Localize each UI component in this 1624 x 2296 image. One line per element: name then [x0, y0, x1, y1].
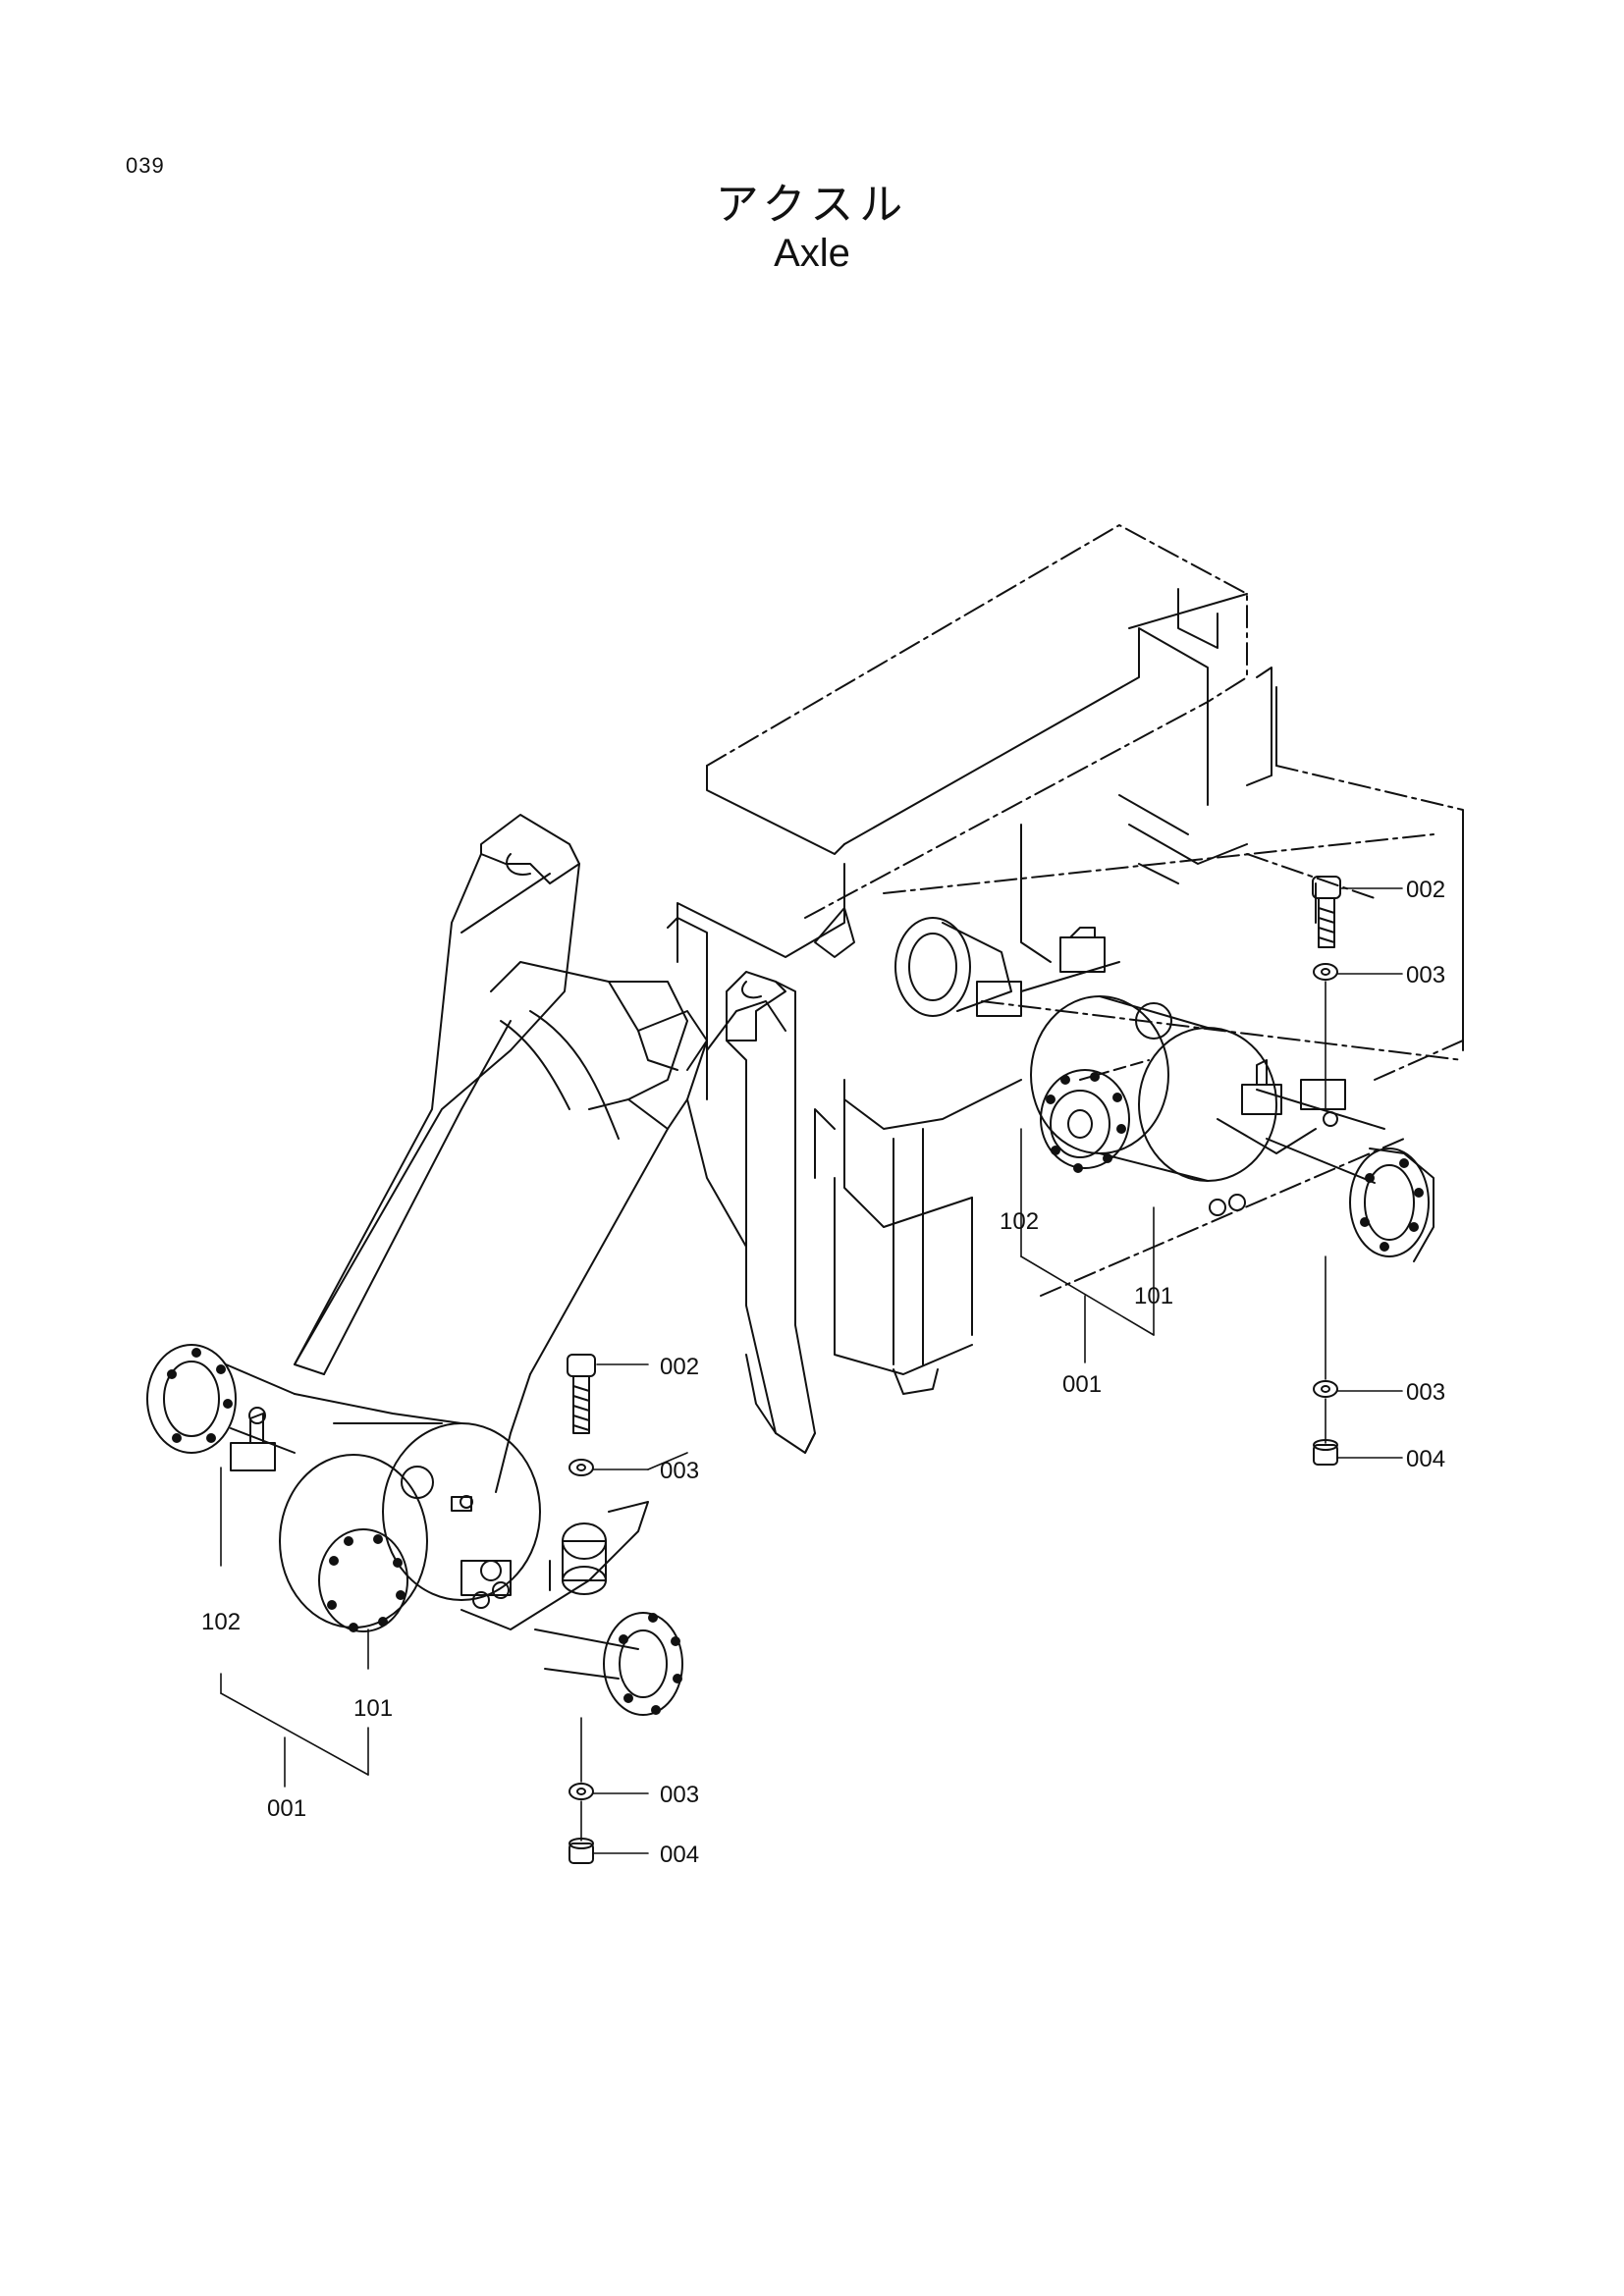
label-front-101: 101	[353, 1695, 393, 1722]
flange-bolts-rear	[1046, 1072, 1126, 1173]
front-washer-003-top	[568, 1459, 594, 1476]
rear-washer-003-bottom	[1313, 1380, 1338, 1398]
label-rear-004: 004	[1406, 1446, 1445, 1472]
title-english: Axle	[774, 232, 850, 275]
label-rear-002: 002	[1406, 877, 1445, 903]
label-rear-102: 102	[1000, 1208, 1039, 1235]
label-front-003-top: 003	[660, 1458, 699, 1484]
label-rear-101: 101	[1134, 1283, 1173, 1309]
front-axle-assembly	[146, 1344, 683, 1716]
rear-bolt-002	[1312, 876, 1341, 948]
label-rear-003-top: 003	[1406, 962, 1445, 988]
page-number: 039	[126, 153, 165, 178]
part-labels: 002 003 102 101 001 003 004 002 003 102 …	[201, 877, 1445, 1868]
label-front-004: 004	[660, 1842, 699, 1868]
leader-lines	[220, 887, 1403, 1854]
label-front-102: 102	[201, 1609, 241, 1635]
hub-bolts-rear	[1360, 1158, 1424, 1252]
label-front-001: 001	[267, 1795, 306, 1822]
front-bolt-002	[567, 1354, 596, 1434]
front-washer-003-bottom	[568, 1783, 594, 1800]
rear-axle-assembly	[894, 917, 1435, 1262]
front-nut-004	[568, 1838, 594, 1864]
rear-washer-003-top	[1313, 963, 1338, 981]
label-rear-001: 001	[1062, 1371, 1102, 1398]
label-rear-003-bottom: 003	[1406, 1379, 1445, 1406]
hub-bolts-front-right	[619, 1613, 682, 1715]
hub-bolts-front-left	[167, 1348, 233, 1443]
label-front-003-bottom: 003	[660, 1782, 699, 1808]
flange-bolts-front	[327, 1534, 406, 1632]
title-japanese: アクスル	[715, 180, 909, 230]
loader-arm-frame	[294, 814, 855, 1493]
rear-frame-outline	[677, 524, 1464, 1395]
label-front-002: 002	[660, 1354, 699, 1380]
